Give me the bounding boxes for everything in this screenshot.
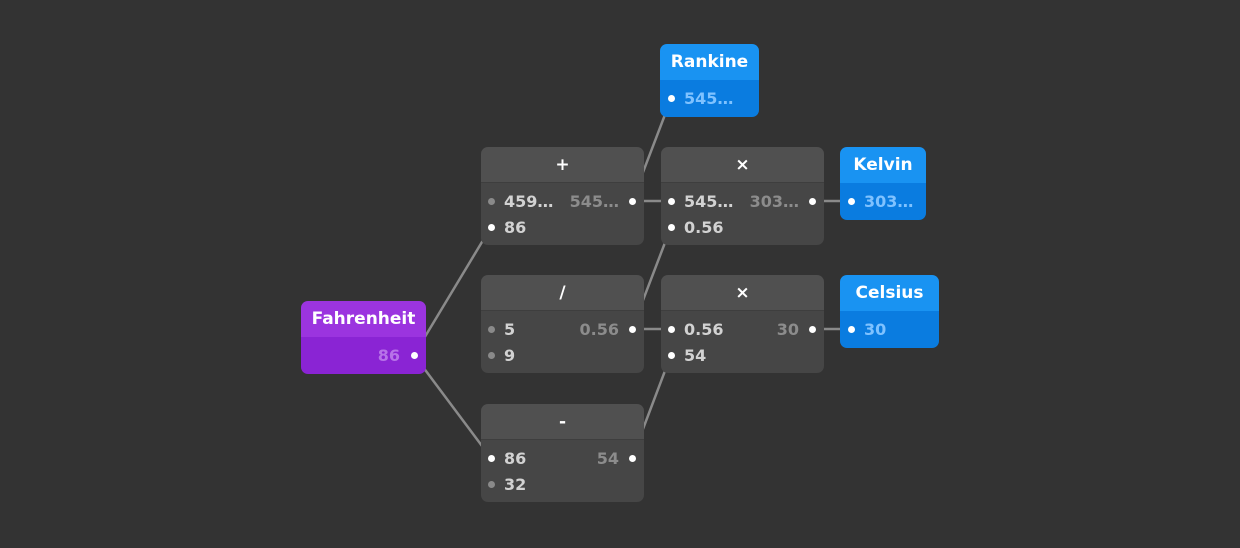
- input-port-2[interactable]: [488, 481, 495, 488]
- input-value-2: 0.56: [684, 217, 724, 237]
- input-value: 545…: [684, 88, 734, 108]
- input-value: 303…: [864, 191, 914, 211]
- input-value-1: 459…: [504, 191, 554, 211]
- input-port[interactable]: [668, 95, 675, 102]
- input-port-2[interactable]: [488, 224, 495, 231]
- output-value: 303…: [749, 191, 799, 211]
- input-value-2: 54: [684, 345, 707, 365]
- input-port-1[interactable]: [488, 326, 495, 333]
- node-title: ×: [661, 147, 824, 183]
- input-port-2[interactable]: [488, 352, 495, 359]
- node-title: Fahrenheit: [301, 301, 426, 337]
- multiply-node-celsius[interactable]: × 0.56 54 30: [661, 275, 824, 373]
- node-title: ×: [661, 275, 824, 311]
- input-port-1[interactable]: [668, 198, 675, 205]
- output-value: 30: [776, 319, 799, 339]
- input-port-1[interactable]: [488, 198, 495, 205]
- rankine-node[interactable]: Rankine 545…: [660, 44, 759, 117]
- output-port[interactable]: [809, 198, 816, 205]
- input-value-1: 86: [504, 448, 527, 468]
- multiply-node-kelvin[interactable]: × 545… 0.56 303…: [661, 147, 824, 245]
- input-port-2[interactable]: [668, 224, 675, 231]
- node-title: Celsius: [840, 275, 939, 311]
- input-port-1[interactable]: [668, 326, 675, 333]
- input-value-2: 9: [504, 345, 516, 365]
- output-value: 54: [596, 448, 619, 468]
- output-port[interactable]: [629, 326, 636, 333]
- output-value: 0.56: [579, 319, 619, 339]
- input-port[interactable]: [848, 326, 855, 333]
- subtract-node[interactable]: - 86 32 54: [481, 404, 644, 502]
- output-port[interactable]: [809, 326, 816, 333]
- input-value-1: 5: [504, 319, 516, 339]
- input-value-1: 545…: [684, 191, 734, 211]
- celsius-node[interactable]: Celsius 30: [840, 275, 939, 348]
- input-value-2: 86: [504, 217, 527, 237]
- input-port-1[interactable]: [488, 455, 495, 462]
- input-port-2[interactable]: [668, 352, 675, 359]
- input-value-2: 32: [504, 474, 527, 494]
- output-port[interactable]: [411, 352, 418, 359]
- node-title: +: [481, 147, 644, 183]
- output-port[interactable]: [629, 198, 636, 205]
- input-value: 30: [864, 319, 887, 339]
- node-title: -: [481, 404, 644, 440]
- add-node[interactable]: + 459… 86 545…: [481, 147, 644, 245]
- divide-node[interactable]: / 5 9 0.56: [481, 275, 644, 373]
- output-port[interactable]: [629, 455, 636, 462]
- output-value: 86: [377, 345, 400, 365]
- input-port[interactable]: [848, 198, 855, 205]
- node-title: Rankine: [660, 44, 759, 80]
- input-value-1: 0.56: [684, 319, 724, 339]
- kelvin-node[interactable]: Kelvin 303…: [840, 147, 926, 220]
- output-value: 545…: [569, 191, 619, 211]
- node-title: Kelvin: [840, 147, 926, 183]
- fahrenheit-node[interactable]: Fahrenheit 86: [301, 301, 426, 374]
- node-title: /: [481, 275, 644, 311]
